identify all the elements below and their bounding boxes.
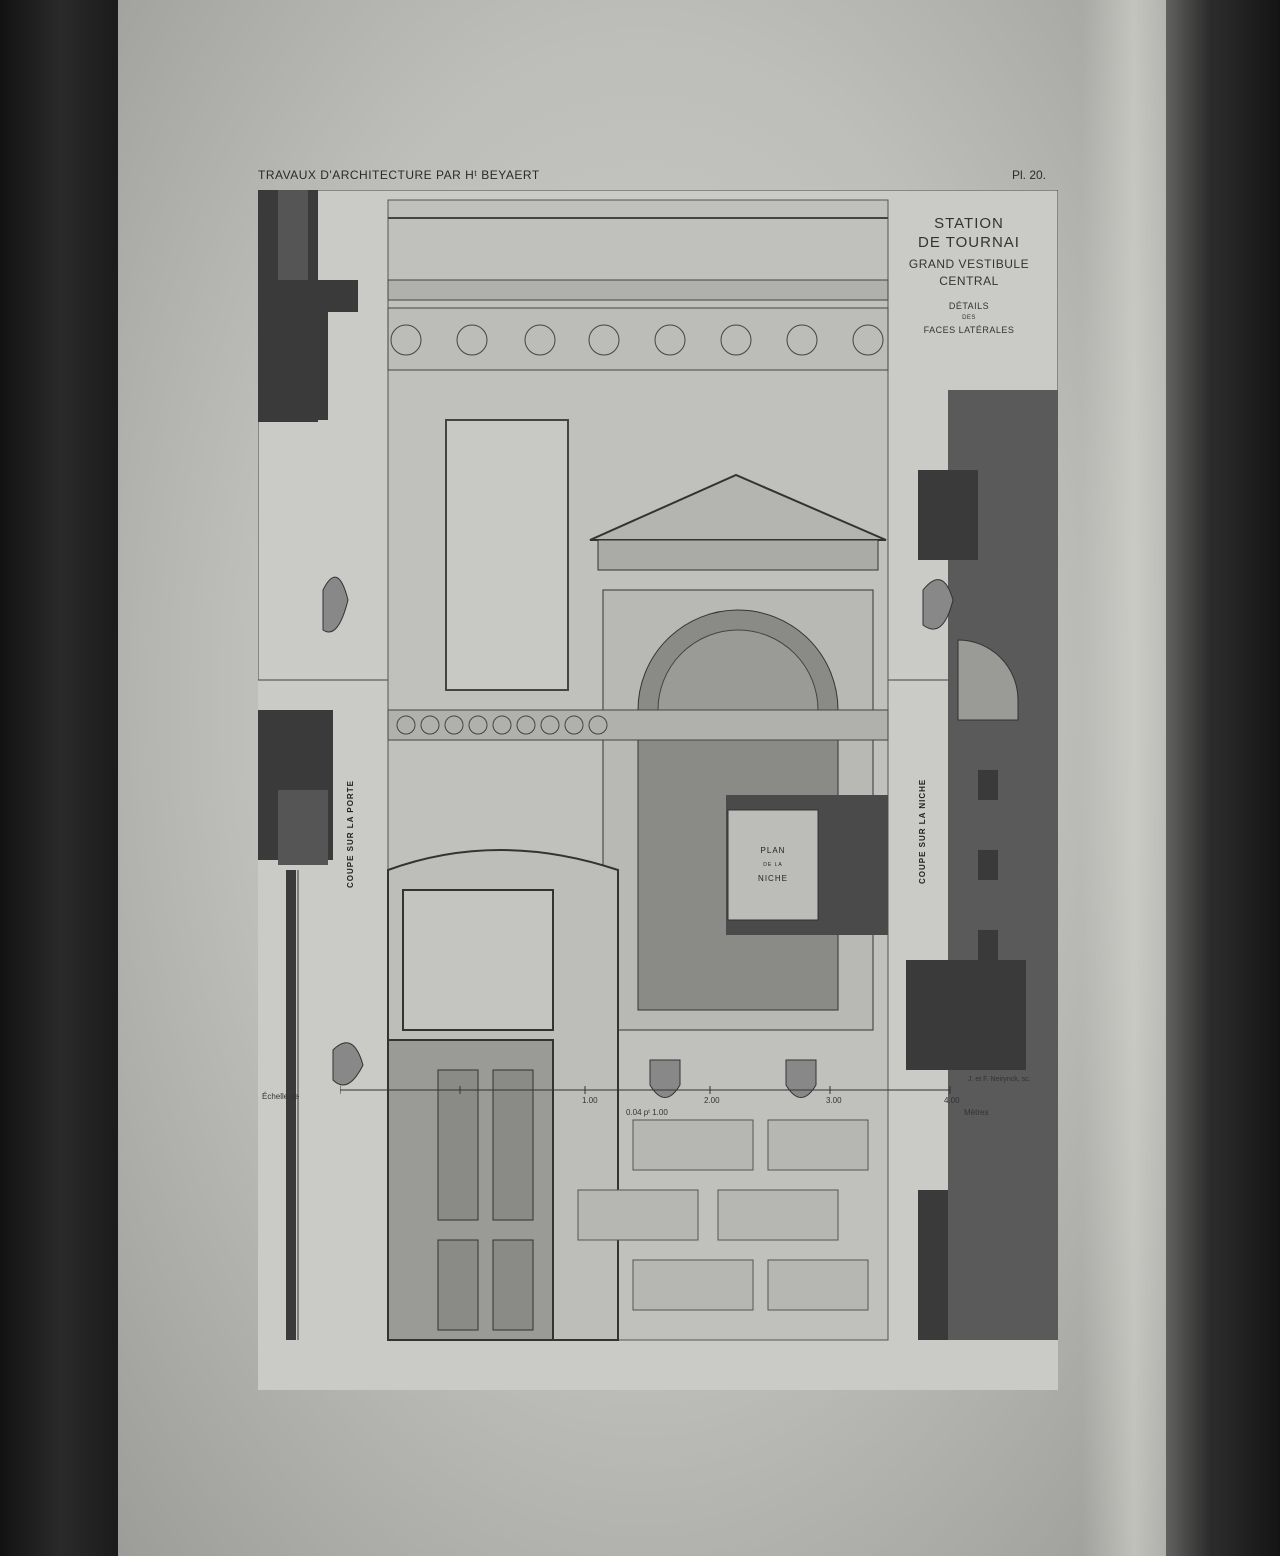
left-console-icon — [322, 576, 349, 633]
bracket-icon — [649, 1059, 681, 1098]
plan-label: PLAN DE LA NICHE — [738, 844, 808, 886]
series-title: TRAVAUX D'ARCHITECTURE PAR Hᵗ BEYAERT — [258, 168, 540, 182]
frieze — [387, 307, 889, 371]
detail-line1: DÉTAILS — [948, 301, 990, 311]
frieze-roundels — [390, 324, 884, 356]
upper-panel — [445, 419, 569, 691]
scale-ratio: 0.04 pᵗ 1.00 — [626, 1108, 668, 1117]
transom-window — [402, 889, 554, 1031]
title-block: STATION DE TOURNAI GRAND VESTIBULE CENTR… — [896, 214, 1042, 336]
scale-bar — [340, 1086, 951, 1094]
engraver-credit: J. et F. Neirynck, sc. — [968, 1076, 1031, 1083]
scale-tick-2: 2.00 — [704, 1096, 720, 1105]
title-line1: STATION — [934, 215, 1004, 232]
section-label-left: COUPE SUR LA PORTE — [346, 780, 355, 888]
scale-unit: Mètres — [964, 1108, 989, 1117]
scale-prefix: Échelle de — [262, 1092, 300, 1101]
plan-line1: PLAN — [760, 846, 786, 855]
scale-tick-3: 3.00 — [826, 1096, 842, 1105]
film-edge — [1082, 0, 1212, 1556]
detail-line3: FACES LATÉRALES — [923, 325, 1015, 335]
main-elevation — [387, 199, 889, 1341]
plan-line3: NICHE — [758, 874, 788, 883]
detail-line2: DES — [962, 315, 976, 321]
plate-number: Pl. 20. — [1012, 168, 1047, 182]
section-label-right: COUPE SUR LA NICHE — [918, 778, 927, 884]
right-section — [906, 390, 1058, 1340]
plan-line2: DE LA — [763, 862, 783, 868]
left-section — [258, 190, 364, 1340]
architectural-elevation — [258, 190, 1058, 1390]
subtitle-line2: CENTRAL — [939, 274, 999, 288]
scale-tick-4: 4.00 — [944, 1096, 960, 1105]
right-console-icon — [922, 579, 954, 630]
scale-tick-1: 1.00 — [582, 1096, 598, 1105]
subtitle-line1: GRAND VESTIBULE — [908, 257, 1030, 271]
title-line2: DE TOURNAI — [918, 234, 1020, 251]
